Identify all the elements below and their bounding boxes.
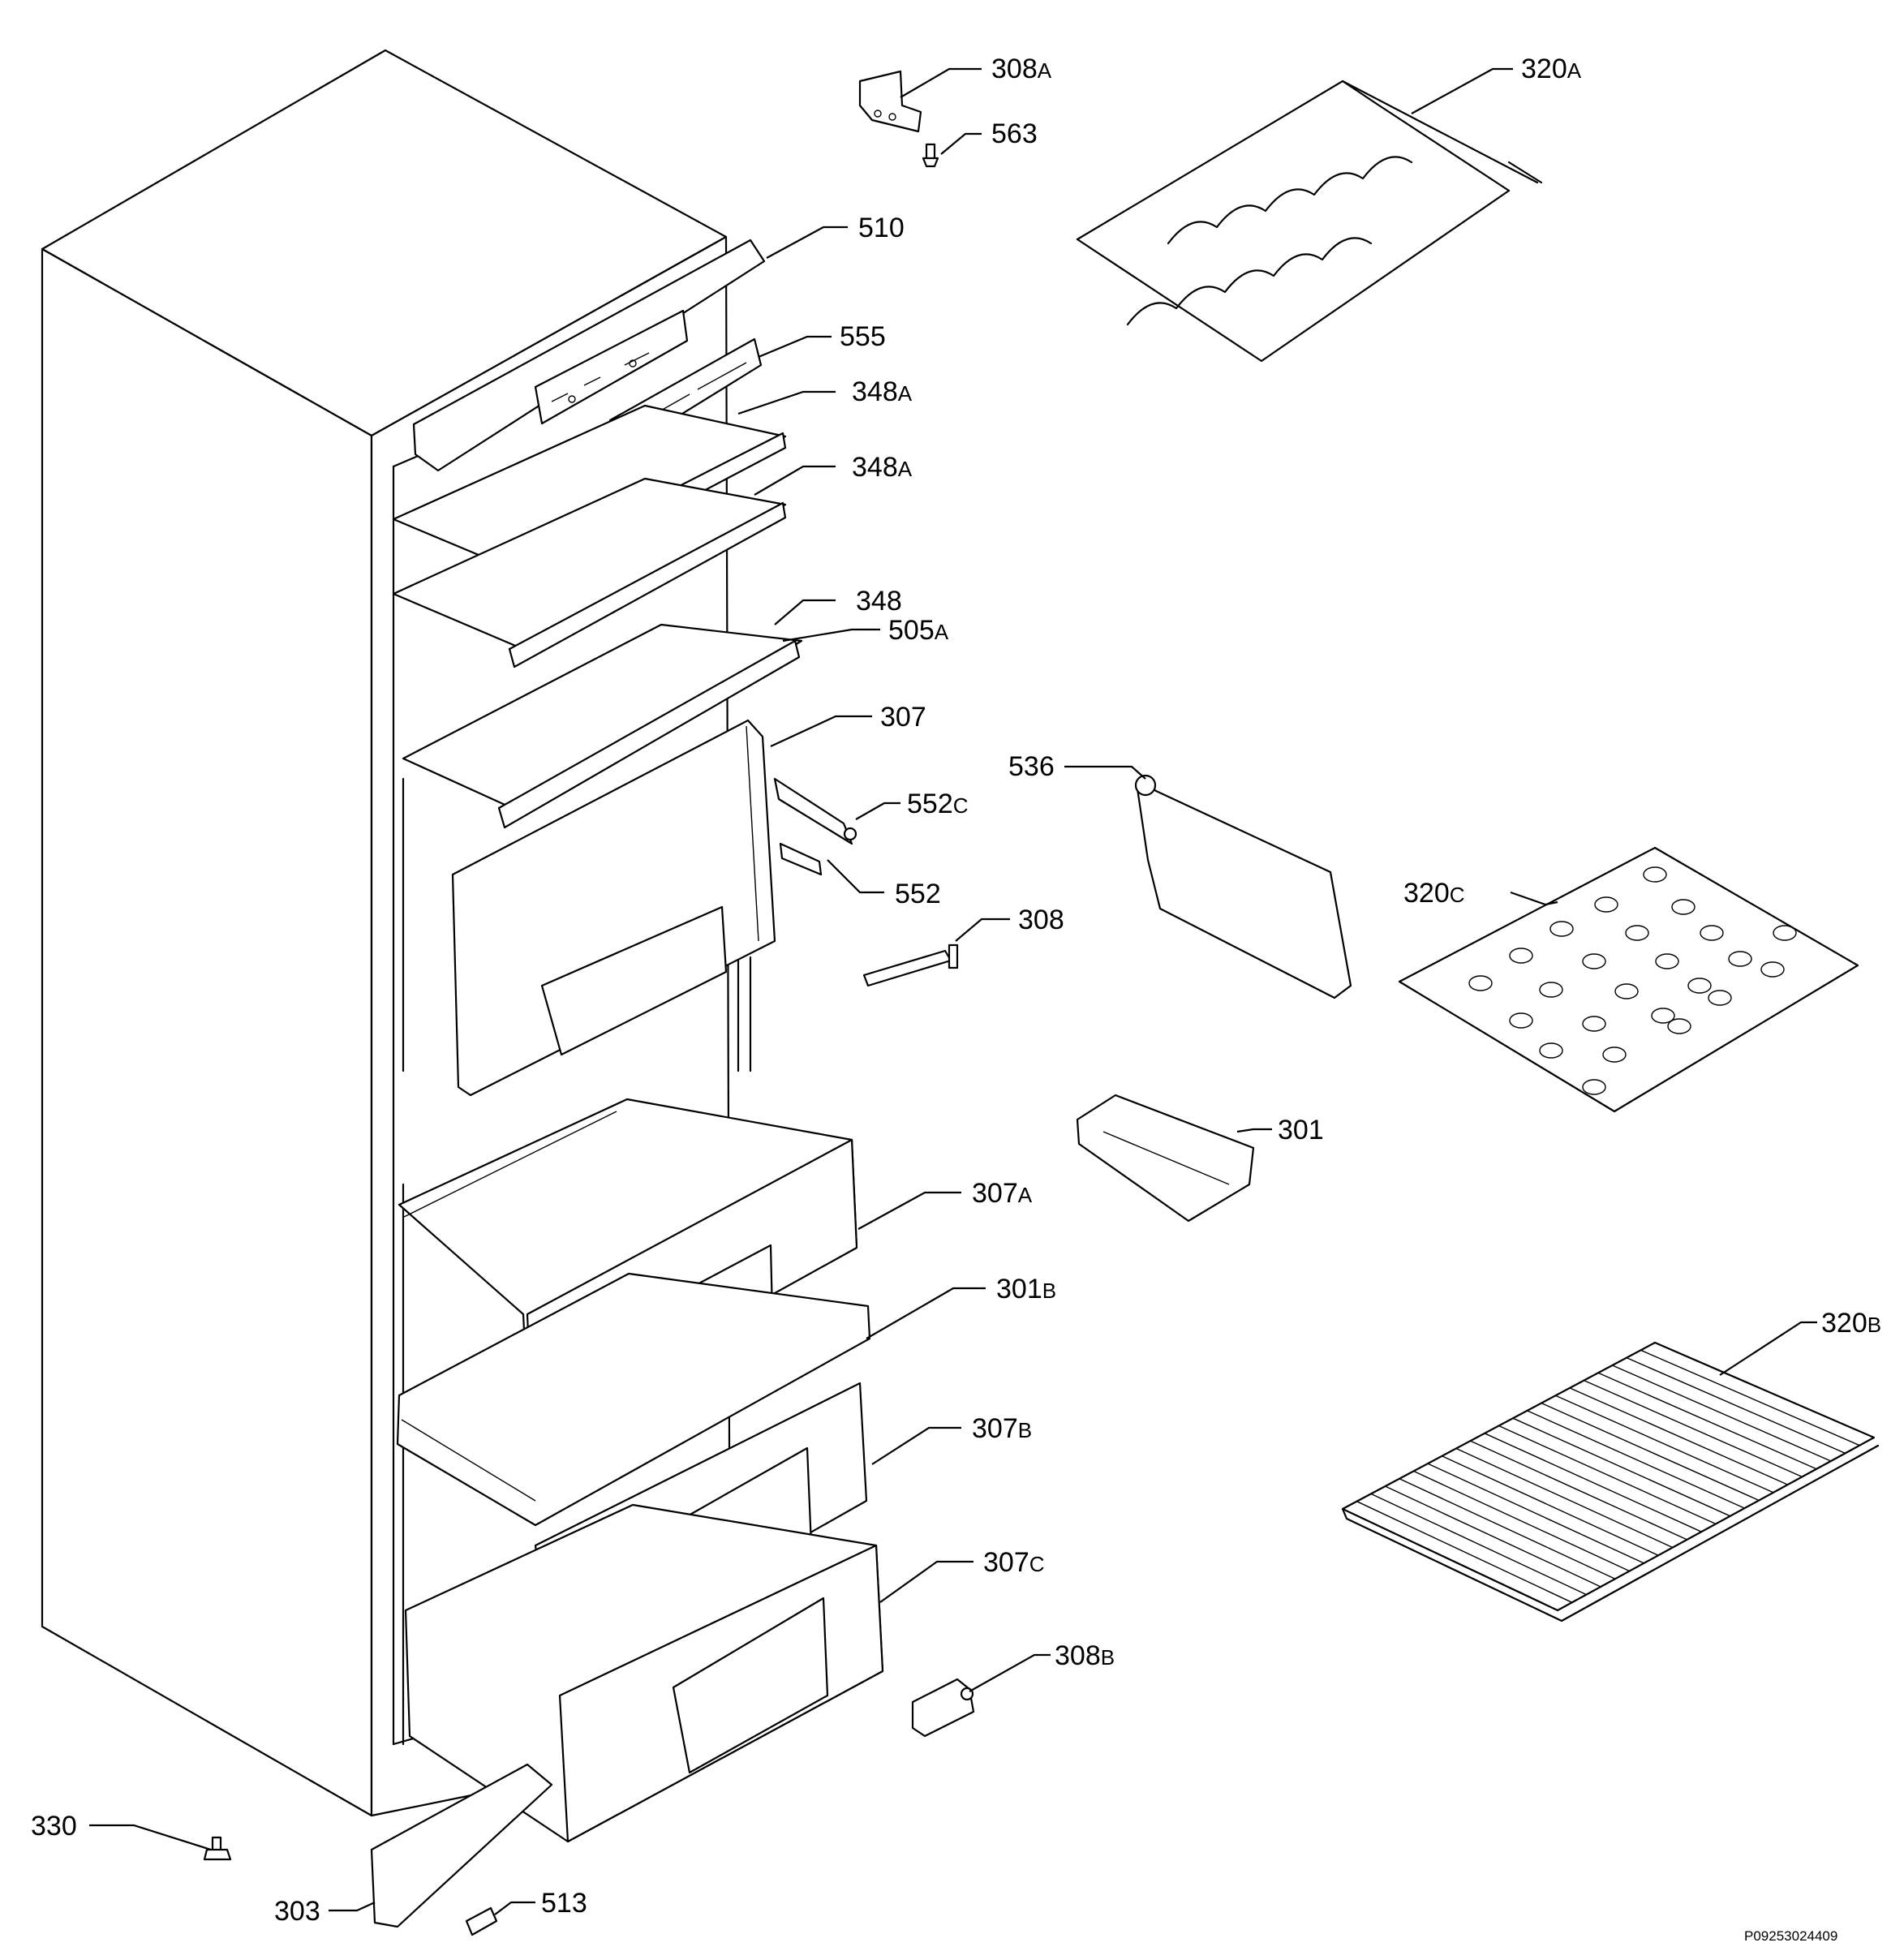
callout-308B: 308B	[1055, 1640, 1115, 1671]
bottom-hinge	[911, 1678, 975, 1738]
callout-552: 552	[895, 879, 941, 909]
callout-552C: 552C	[907, 789, 969, 819]
drawing-code: P09253024409	[1744, 1928, 1837, 1944]
plate-hole	[1667, 1018, 1691, 1034]
callout-510: 510	[858, 213, 905, 243]
callout-330: 330	[31, 1811, 77, 1842]
wire-bar	[1427, 1463, 1644, 1564]
wire-bar	[1442, 1455, 1659, 1556]
plate-hole	[1700, 925, 1724, 941]
wire-bar	[1555, 1395, 1774, 1494]
plate-hole	[1582, 1016, 1606, 1032]
glass-shelf-lower	[402, 623, 803, 829]
wire-bar	[1612, 1365, 1832, 1462]
plate-hole	[1687, 978, 1712, 994]
wire-shelf	[1341, 1341, 1880, 1622]
plinth-grille	[370, 1763, 553, 1928]
callout-563: 563	[991, 118, 1038, 149]
plate-hole	[1594, 896, 1618, 913]
perforated-shelf-holes	[1468, 866, 1797, 1095]
plate-hole	[1468, 975, 1493, 991]
wire-bar	[1541, 1402, 1760, 1502]
top-hinge	[858, 70, 922, 133]
wire-bar	[1584, 1379, 1803, 1478]
callout-308A: 308A	[991, 54, 1052, 84]
callout-555: 555	[840, 321, 886, 352]
wire-bar	[1399, 1478, 1616, 1580]
freezer-flap-door	[451, 719, 776, 1097]
wire-bar	[1569, 1387, 1788, 1485]
plate-hole	[1539, 982, 1563, 998]
adjustable-foot	[203, 1836, 232, 1861]
wire-bar	[1484, 1433, 1702, 1532]
wire-bar	[1356, 1501, 1573, 1603]
vent-clip	[465, 1906, 498, 1936]
wire-bar	[1527, 1410, 1745, 1509]
interior-walls	[402, 777, 752, 1746]
perforated-shelf	[1398, 846, 1859, 1113]
callout-labels: 308A 563 320A 510 555 348A 348A 348 505A…	[31, 54, 1881, 1927]
plate-hole	[1728, 951, 1752, 967]
wire-bar	[1640, 1349, 1860, 1446]
plate-hole	[1582, 1079, 1606, 1095]
hinge-screw	[922, 143, 939, 168]
plate-hole	[1671, 899, 1696, 915]
callout-301B: 301B	[996, 1274, 1056, 1304]
plate-hole	[1655, 953, 1679, 969]
door-hinge-bracket	[773, 777, 857, 876]
freezer-drawer-bottom	[404, 1503, 884, 1843]
wire-shelf-bars	[1356, 1349, 1860, 1603]
plate-hole	[1625, 925, 1649, 941]
plate-hole	[1643, 866, 1667, 883]
plate-hole	[1614, 983, 1639, 999]
callout-320B: 320B	[1821, 1308, 1881, 1339]
callout-505A: 505A	[888, 615, 949, 646]
wire-bar	[1498, 1425, 1717, 1525]
callout-348A-first: 348A	[852, 376, 913, 407]
plate-hole	[1509, 948, 1533, 964]
callout-536: 536	[1008, 751, 1055, 782]
callout-307C: 307C	[983, 1547, 1045, 1578]
callout-307A: 307A	[972, 1178, 1033, 1209]
callout-303: 303	[274, 1896, 320, 1927]
ice-cube-tray	[1076, 1094, 1255, 1223]
bottle-rack	[1076, 80, 1543, 363]
plate-hole	[1509, 1012, 1533, 1029]
callout-307: 307	[880, 702, 926, 733]
callout-348A-second: 348A	[852, 452, 913, 483]
freezer-tray	[396, 1272, 871, 1527]
callout-320A: 320A	[1521, 54, 1582, 84]
callout-513: 513	[541, 1888, 587, 1919]
callout-307B: 307B	[972, 1413, 1032, 1444]
glass-shelf-middle	[392, 477, 787, 668]
wire-bar	[1455, 1447, 1674, 1549]
control-panel	[412, 239, 766, 472]
wire-bar	[1385, 1485, 1601, 1588]
wire-bar	[1370, 1493, 1587, 1596]
wire-bar	[1626, 1356, 1846, 1455]
wire-bar	[1470, 1440, 1687, 1541]
plate-hole	[1582, 953, 1606, 969]
plate-hole	[1549, 921, 1574, 937]
drawer-divider	[1134, 774, 1352, 999]
wire-bar	[1597, 1372, 1817, 1470]
wire-bar	[1512, 1417, 1731, 1517]
middle-hinge	[862, 943, 959, 987]
plate-hole	[1651, 1008, 1675, 1024]
plate-hole	[1760, 961, 1785, 978]
plate-hole	[1708, 990, 1732, 1006]
callout-348: 348	[856, 586, 902, 617]
plate-hole	[1539, 1042, 1563, 1059]
callout-308: 308	[1018, 905, 1064, 935]
plate-hole	[1773, 925, 1797, 941]
callout-301: 301	[1278, 1115, 1324, 1145]
wire-bar	[1413, 1470, 1630, 1572]
plate-hole	[1602, 1047, 1627, 1063]
callout-320C: 320C	[1403, 878, 1465, 909]
leader-lines	[89, 67, 1817, 1915]
